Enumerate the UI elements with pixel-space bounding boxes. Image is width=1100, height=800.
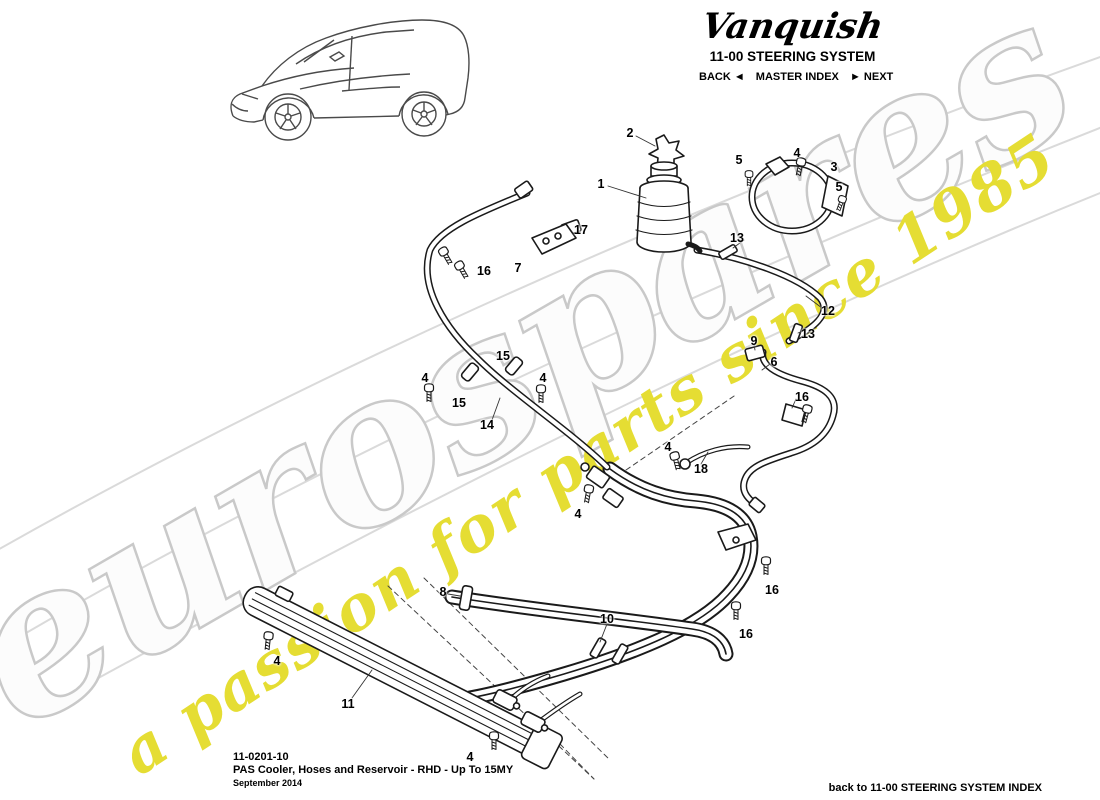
part-callout-4: 4 — [273, 654, 281, 668]
reservoir-clamp — [748, 156, 849, 235]
doc-date: September 2014 — [233, 778, 303, 788]
part-callout-15: 15 — [452, 396, 466, 410]
nav-next[interactable]: ► NEXT — [849, 71, 894, 83]
part-callout-6: 6 — [770, 355, 778, 369]
part-callout-5: 5 — [835, 180, 843, 194]
part-callout-8: 8 — [439, 585, 447, 599]
part-callout-2: 2 — [626, 126, 634, 140]
footer-info: 11-0201-10 PAS Cooler, Hoses and Reservo… — [233, 751, 513, 788]
part-callout-18: 18 — [694, 462, 708, 476]
part-callout-1: 1 — [597, 177, 605, 191]
part-callout-14: 14 — [480, 418, 494, 432]
part-callout-17: 17 — [574, 223, 588, 237]
leader-lines — [351, 135, 823, 699]
part-callout-16: 16 — [739, 627, 753, 641]
clamp-15-b — [504, 356, 524, 376]
part-callout-4: 4 — [664, 440, 672, 454]
part-callout-4: 4 — [421, 371, 429, 385]
clamp-13-b — [788, 322, 804, 344]
part-callout-3: 3 — [830, 160, 838, 174]
section-title: 11-00 STEERING SYSTEM — [709, 49, 876, 64]
swoosh-curves — [0, 56, 1100, 711]
cooler-pipes — [444, 589, 734, 662]
doc-title: PAS Cooler, Hoses and Reservoir - RHD - … — [233, 764, 514, 776]
part-callout-4: 4 — [539, 371, 547, 385]
part-callout-4: 4 — [574, 507, 582, 521]
cooler-union-a — [492, 689, 521, 711]
junction-fittings — [580, 462, 766, 514]
clips-10 — [589, 637, 629, 665]
clamp-8 — [458, 584, 474, 612]
part-callout-9: 9 — [750, 334, 758, 348]
nav-links: BACK ◄ MASTER INDEX ► NEXT — [695, 71, 894, 83]
part-callout-4: 4 — [466, 750, 474, 764]
part-callout-16: 16 — [765, 583, 779, 597]
construction-lines — [387, 393, 738, 780]
hose-6 — [740, 348, 838, 509]
reservoir — [635, 134, 703, 254]
pipe-brackets — [717, 403, 807, 551]
part-callout-13: 13 — [730, 231, 744, 245]
pressure-pipes — [462, 461, 759, 706]
hose-bracket-7 — [513, 180, 582, 255]
part-callout-7: 7 — [514, 261, 522, 275]
nav-back[interactable]: BACK ◄ — [699, 71, 745, 83]
part-callout-12: 12 — [821, 304, 835, 318]
part-callout-4: 4 — [793, 146, 801, 160]
cooler-union-b — [520, 711, 549, 733]
nav-master-index[interactable]: MASTER INDEX — [755, 71, 839, 83]
hose-14 — [423, 189, 611, 471]
part-callout-16: 16 — [795, 390, 809, 404]
part-callout-16: 16 — [477, 264, 491, 278]
back-to-index-link[interactable]: back to 11-00 STEERING SYSTEM INDEX — [828, 782, 1042, 794]
hose-18 — [679, 444, 751, 470]
part-callout-10: 10 — [600, 612, 614, 626]
doc-number: 11-0201-10 — [233, 751, 289, 763]
part-callout-13: 13 — [801, 327, 815, 341]
pas-cooler — [242, 585, 563, 770]
clamp-15-a — [460, 362, 480, 382]
header: Vanquish 11-00 STEERING SYSTEM BACK ◄ MA… — [695, 6, 894, 83]
part-callout-5: 5 — [735, 153, 743, 167]
part-callout-11: 11 — [341, 697, 355, 711]
brand-logo: Vanquish — [698, 6, 887, 47]
union-9 — [744, 344, 766, 362]
part-callout-15: 15 — [496, 349, 510, 363]
clamp-13-a — [718, 243, 738, 261]
hose-12 — [693, 246, 828, 345]
